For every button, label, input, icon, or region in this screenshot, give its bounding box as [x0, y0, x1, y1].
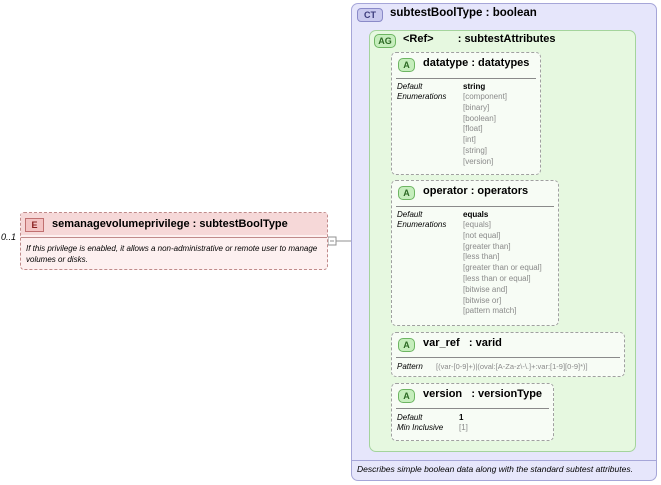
enum-value: [component] [463, 92, 508, 101]
complex-type-name: subtestBoolType [390, 7, 483, 19]
attribute-group-title[interactable]: <Ref> : subtestAttributes [403, 33, 556, 45]
element-header [21, 213, 327, 235]
complex-type-description: Describes simple boolean data along with… [357, 464, 633, 474]
enum-value: [version] [463, 156, 494, 166]
attribute-divider [396, 408, 549, 409]
attribute-divider [396, 78, 536, 79]
attribute-title-var-ref: var_ref : varid [423, 337, 502, 349]
enum-value: [less than or equal] [463, 273, 531, 283]
enum-value: [bitwise and] [463, 284, 508, 294]
attribute-box-var-ref[interactable] [391, 332, 625, 377]
enum-value: [not equal] [463, 230, 501, 240]
attribute-separator: : [470, 185, 475, 197]
attribute-box-version[interactable] [391, 383, 554, 441]
attribute-divider [396, 357, 620, 358]
attribute-badge: A [398, 58, 415, 72]
complex-type-title[interactable]: subtestBoolType : boolean [390, 7, 537, 19]
enumeration-list-datatype: [component] [binary] [boolean] [float] [… [463, 92, 507, 168]
attribute-box-operator[interactable] [391, 180, 559, 326]
attribute-title-operator: operator : operators [423, 185, 528, 197]
attribute-title-datatype: datatype : datatypes [423, 57, 529, 69]
element-description: If this privilege is enabled, it allows … [26, 244, 318, 264]
complex-type-divider [352, 460, 656, 461]
enum-value: [string] [463, 145, 488, 155]
attribute-row-label: Min Inclusive [397, 423, 444, 432]
attribute-separator: : [468, 337, 473, 349]
element-badge: E [25, 218, 44, 232]
enum-value: [greater than] [463, 241, 511, 251]
attribute-badge: A [398, 338, 415, 352]
attribute-type: versionType [478, 388, 543, 400]
attribute-row-value: [1] [459, 423, 468, 432]
enumeration-list-operator: [equals] [not equal] [greater than] [les… [463, 220, 542, 317]
attribute-name: version [423, 388, 463, 400]
enum-value: [bitwise or] [463, 295, 502, 305]
element-type: subtestBoolType [199, 218, 288, 230]
element-divider [21, 237, 327, 238]
attribute-type: datatypes [478, 57, 530, 69]
enum-value: [boolean] [463, 113, 496, 123]
attribute-name: operator [423, 185, 468, 197]
enum-value: [greater than or equal] [463, 263, 542, 273]
enum-value: [pattern match] [463, 306, 517, 316]
attribute-row-value: string [463, 82, 486, 91]
attribute-badge: A [398, 186, 415, 200]
element-name: semanagevolumeprivilege [52, 218, 190, 230]
attribute-box-datatype[interactable] [391, 52, 541, 175]
enum-value: [equals] [463, 220, 492, 229]
enum-value: [less than] [463, 252, 500, 262]
element-separator: : [192, 218, 197, 230]
attribute-group-badge: AG [374, 34, 396, 48]
attribute-name: var_ref [423, 337, 460, 349]
attribute-separator: : [471, 388, 475, 400]
attribute-type: varid [475, 337, 502, 349]
complex-type-base: boolean [492, 7, 537, 19]
attribute-row-label: Default [397, 210, 423, 219]
attribute-row-label: Default [397, 413, 423, 422]
attribute-row-label: Default [397, 82, 423, 91]
element-title[interactable]: semanagevolumeprivilege : subtestBoolTyp… [52, 218, 288, 230]
attribute-row-label: Enumerations [397, 92, 447, 101]
enum-value: [binary] [463, 102, 490, 112]
attribute-title-version: version : versionType [423, 388, 542, 400]
attribute-separator: : [471, 57, 475, 69]
attribute-row-label: Enumerations [397, 220, 447, 229]
element-cardinality: 0..1 [1, 232, 17, 242]
attribute-divider [396, 206, 554, 207]
attribute-type: operators [477, 185, 529, 197]
attribute-row-value: equals [463, 210, 489, 219]
attribute-badge: A [398, 389, 415, 403]
attribute-row-label: Pattern [397, 362, 423, 371]
complex-type-badge: CT [357, 8, 383, 22]
attribute-row-value: [(var-[0-9]+)|(oval:[A-Za-z\-\.]+:var:[1… [436, 362, 588, 371]
attribute-name: datatype [423, 57, 469, 69]
enum-value: [float] [463, 124, 483, 134]
enum-value: [int] [463, 135, 476, 145]
attribute-group-name: subtestAttributes [464, 33, 556, 45]
attribute-group-ref: <Ref> [403, 33, 434, 45]
attribute-group-separator: : [457, 33, 462, 45]
complex-type-separator: : [485, 7, 490, 19]
attribute-row-value: 1 [459, 413, 464, 422]
